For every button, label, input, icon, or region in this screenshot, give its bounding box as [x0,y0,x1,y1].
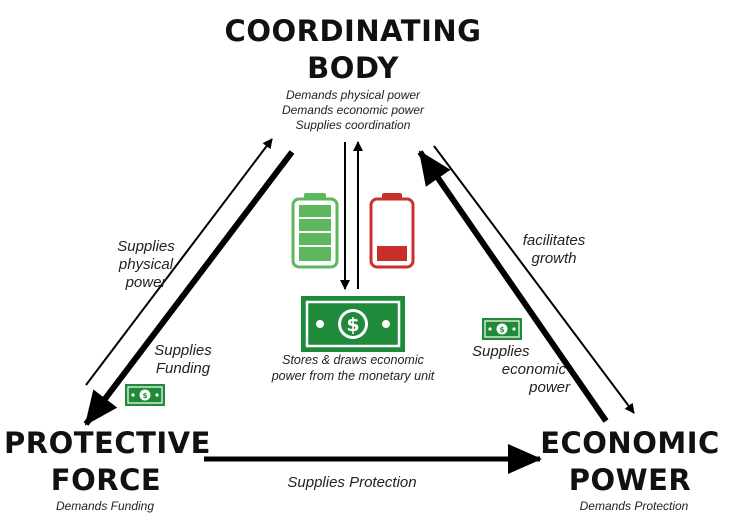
label-supplies-funding: Supplies Funding [138,342,228,378]
demand-line: Demands Protection [579,499,689,513]
demand-line: Demands economic power [281,103,425,117]
banknote-icon: $ [301,296,405,352]
title-line: ECONOMIC [540,426,720,460]
label-line: Supplies [117,238,175,255]
svg-text:$: $ [500,326,505,334]
demand-line: Demands physical power [285,88,421,102]
svg-text:$: $ [143,392,148,400]
caption-line: power from the monetary unit [271,369,435,383]
label-line: facilitates [522,232,586,249]
title-line: POWER [568,463,692,497]
arrow-supplies-funding [83,150,295,426]
label-line: Supplies [154,342,212,359]
center-caption: Stores & draws economic power from the m… [250,352,456,384]
title-line: COORDINATING [224,14,482,48]
arrow-supplies-economic-power [417,150,609,423]
label-line: power [529,379,570,396]
node-economic-power-demands: Demands Protection [548,499,720,514]
node-coordinating-body-title: COORDINATING BODY [200,13,506,87]
title-line: PROTECTIVE [4,426,211,460]
label-line: power [125,274,167,291]
label-line: economic [501,361,566,378]
demand-line: Supplies coordination [295,118,411,132]
arrow-supplies-physical-power [85,138,273,386]
svg-text:$: $ [346,314,359,336]
label-line: Supplies [472,343,530,360]
node-coordinating-body-demands: Demands physical power Demands economic … [250,88,456,133]
battery-low-icon [369,193,415,269]
label-facilitates-growth: facilitates growth [504,232,604,268]
banknote-small-icon: $ [125,384,165,406]
title-line: FORCE [50,463,162,497]
label-supplies-physical-power: Supplies physical power [96,238,196,292]
label-line: Supplies Protection [287,474,417,491]
arrow-facilitates-growth [433,145,635,414]
node-economic-power-title: ECONOMIC POWER [530,425,730,499]
label-line: growth [531,250,577,267]
label-supplies-protection: Supplies Protection [252,474,452,492]
node-protective-force-demands: Demands Funding [20,499,190,514]
title-line: BODY [307,51,399,85]
node-protective-force-title: PROTECTIVE FORCE [4,425,211,499]
demand-line: Demands Funding [55,499,155,513]
label-line: Funding [155,360,211,377]
banknote-small-icon: $ [482,318,522,340]
label-supplies-economic-power: Supplies economic power [462,343,574,397]
caption-line: Stores & draws economic [282,353,424,367]
label-line: physical [118,256,174,273]
battery-full-icon [291,193,339,269]
